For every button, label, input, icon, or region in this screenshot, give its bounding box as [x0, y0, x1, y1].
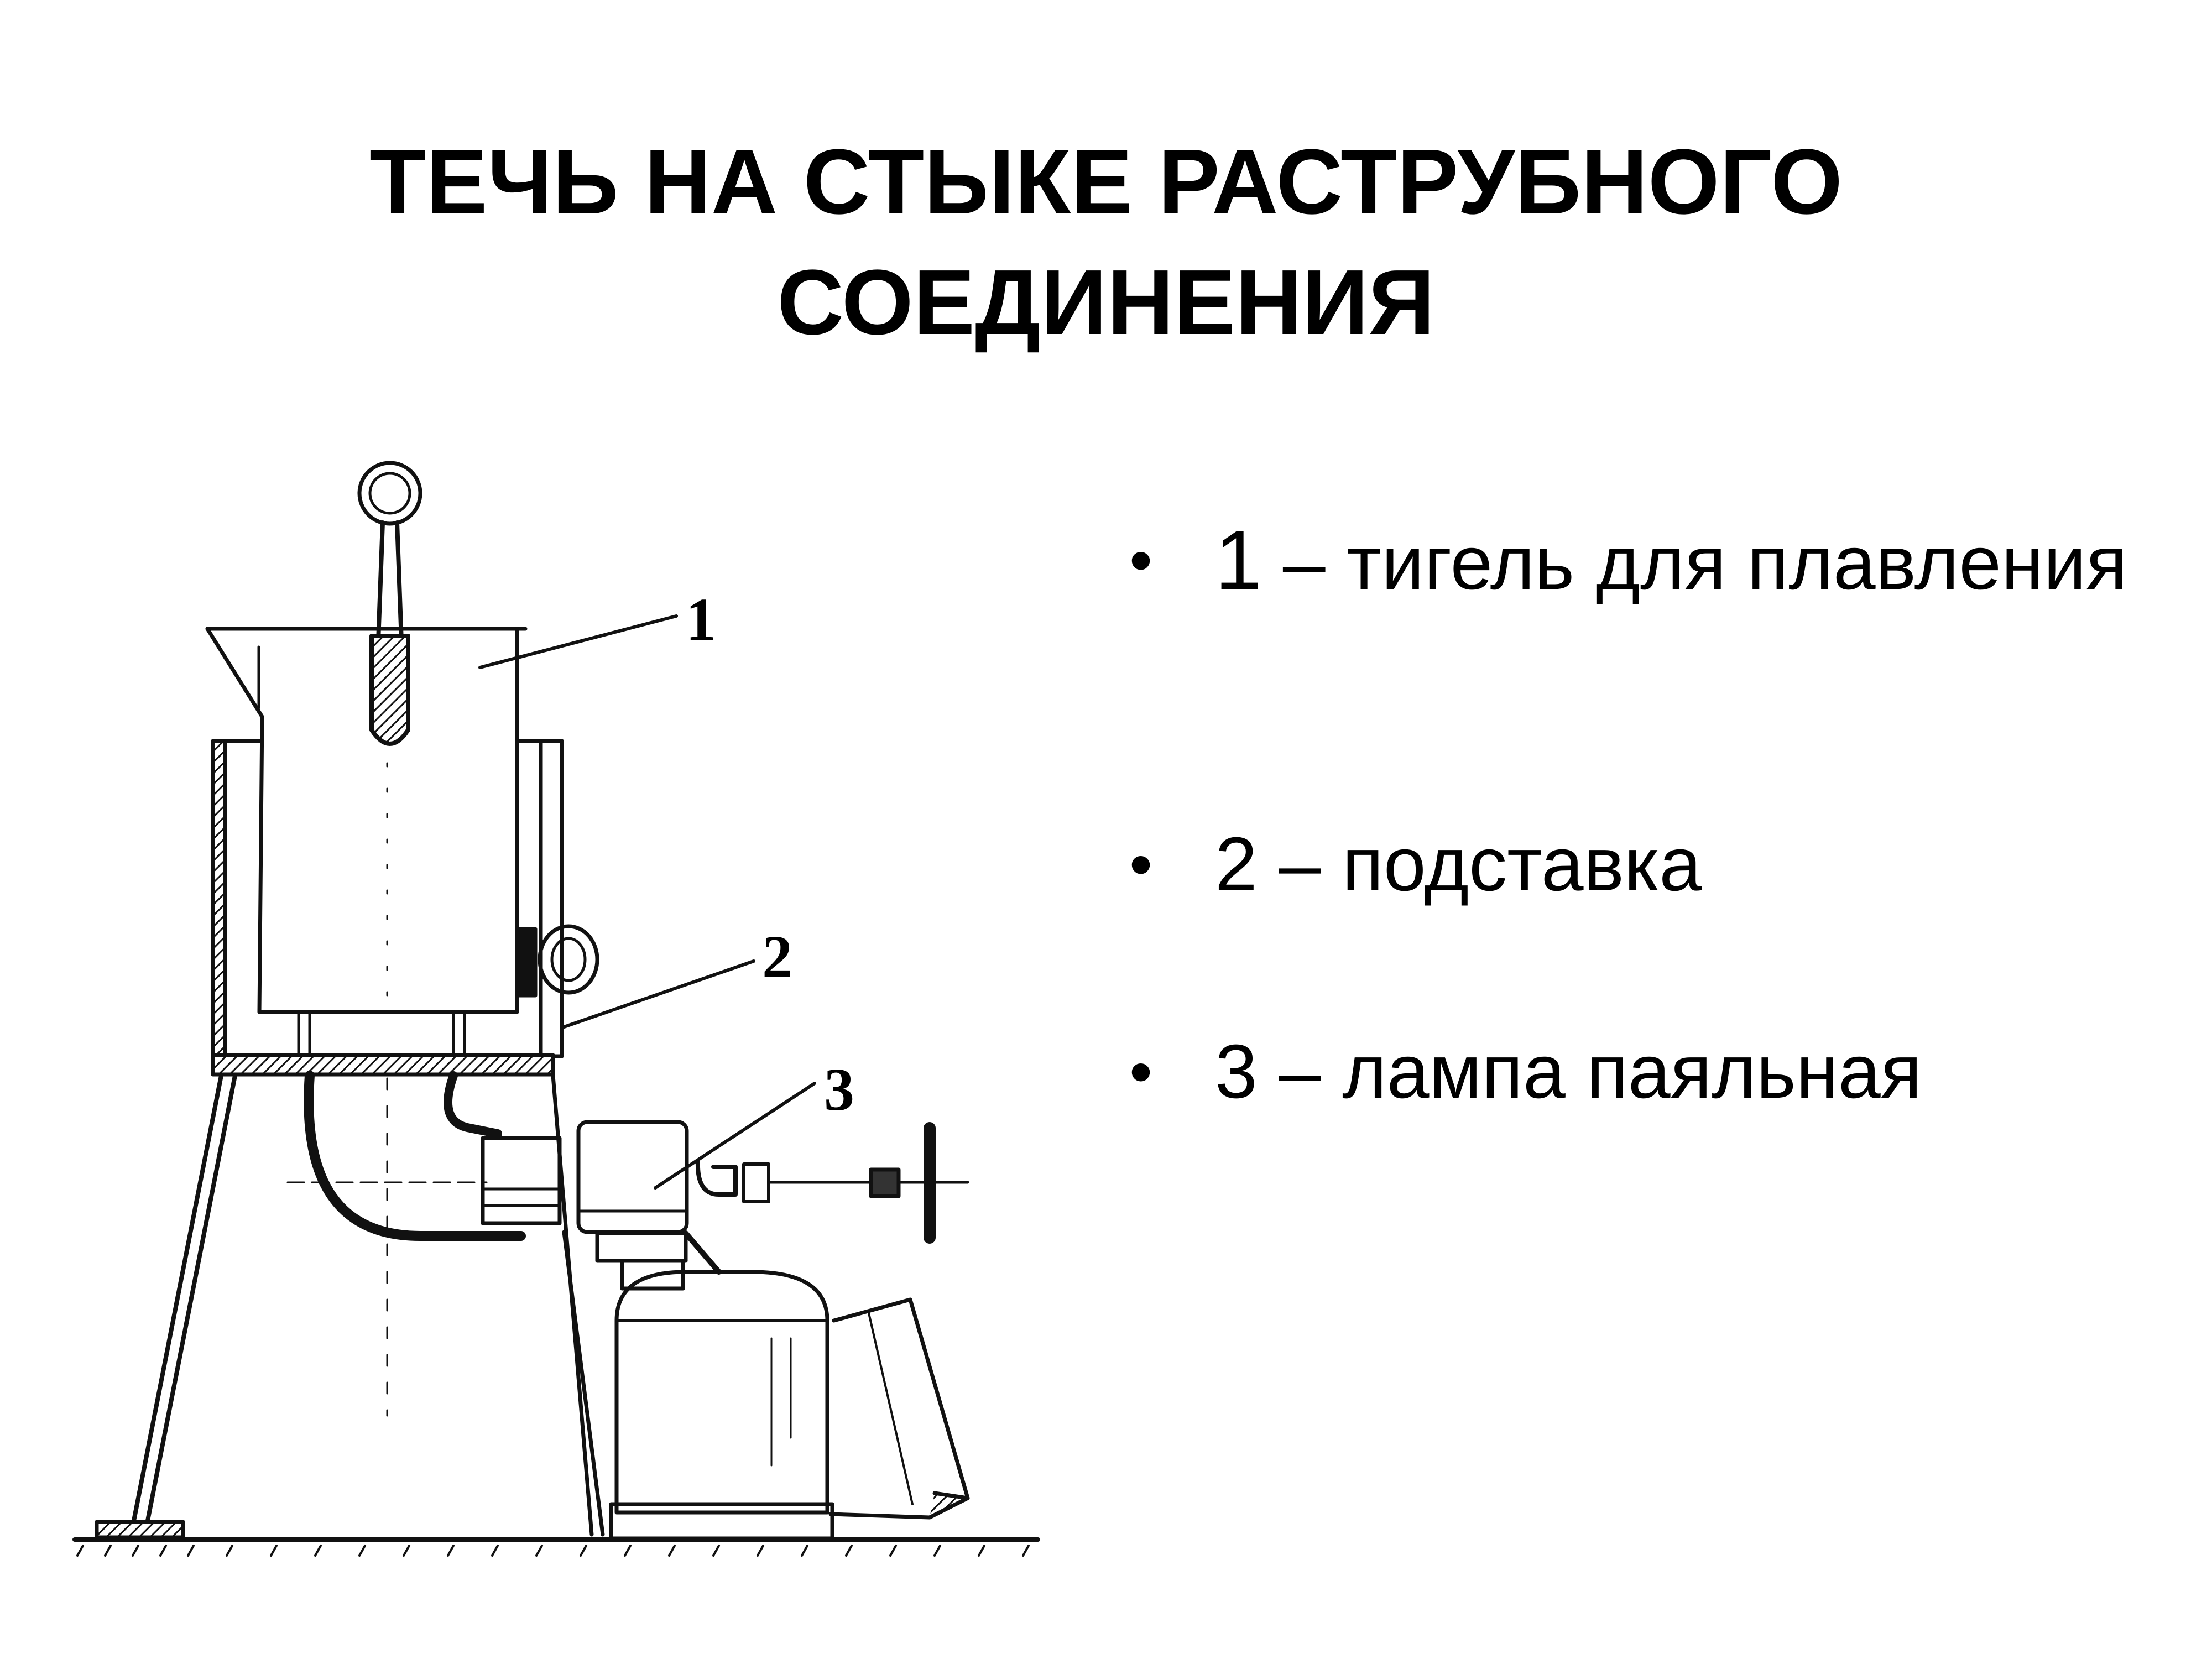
- lifting-ring: [357, 461, 422, 746]
- legend-number: 3: [1215, 1029, 1258, 1114]
- floor-line: [72, 1537, 1040, 1557]
- leader-line-3: [654, 1082, 816, 1190]
- stand: [95, 739, 605, 1540]
- slide-title: ТЕЧЬ НА СТЫКЕ РАСТРУБНОГО СОЕДИНЕНИЯ: [0, 122, 2212, 363]
- crucible: [205, 627, 528, 1014]
- legend-item-text: 2 – подставка: [1215, 818, 2155, 911]
- title-line-2: СОЕДИНЕНИЯ: [777, 251, 1435, 354]
- blowtorch: [481, 1120, 970, 1541]
- bullet-icon: •: [1129, 827, 1153, 901]
- callout-label-2: 2: [762, 923, 792, 990]
- leader-line-1: [478, 614, 678, 669]
- legend-label: – подставка: [1257, 822, 1702, 907]
- legend-number: 2: [1215, 822, 1258, 907]
- bullet-icon: •: [1129, 523, 1153, 597]
- callout-label-1: 1: [686, 586, 716, 653]
- callout-label-3: 3: [824, 1056, 854, 1123]
- legend-label: – тигель для плавления: [1261, 520, 2128, 606]
- title-line-1: ТЕЧЬ НА СТЫКЕ РАСТРУБНОГО: [369, 131, 1843, 233]
- legend-number: 1: [1215, 513, 1262, 607]
- legend-item-text: 3 – лампа паяльная: [1215, 1026, 2155, 1118]
- legend-label: – лампа паяльная: [1257, 1029, 1922, 1114]
- leader-line-2: [562, 959, 755, 1029]
- bullet-icon: •: [1129, 1035, 1153, 1109]
- legend-item-text: 1 – тигель для плавления: [1215, 514, 2155, 609]
